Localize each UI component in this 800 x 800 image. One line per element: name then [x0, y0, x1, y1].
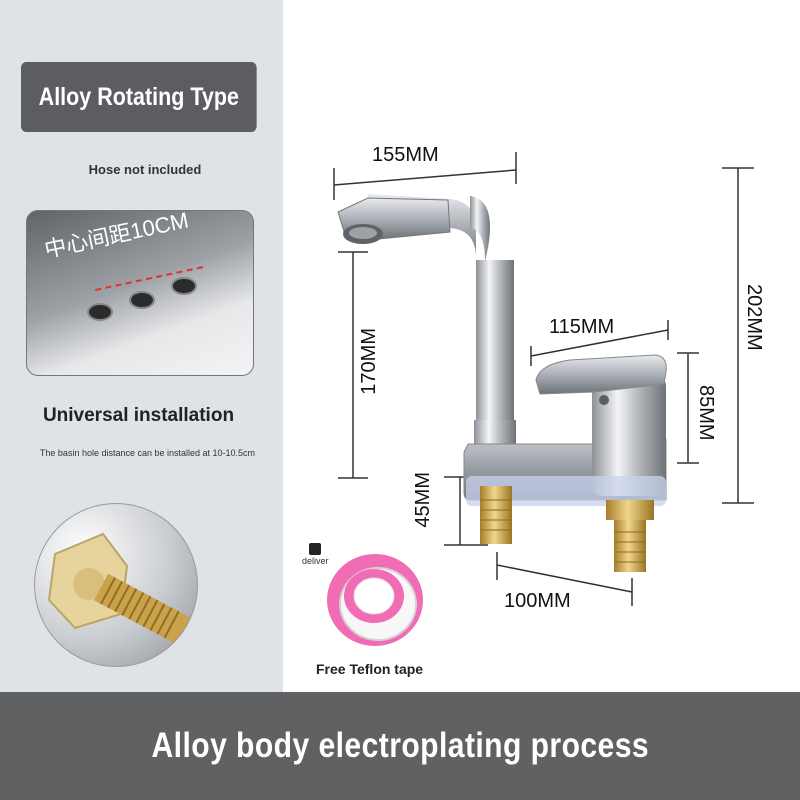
deliver-marker [309, 543, 321, 555]
basin-hole [171, 277, 197, 295]
hose-note: Hose not included [88, 162, 202, 177]
type-badge: Alloy Rotating Type [21, 62, 257, 132]
basin-hole [87, 303, 113, 321]
dim-top-width: 155MM [372, 144, 439, 166]
dim-body-height: 85MM [695, 385, 717, 441]
faucet-illustration [337, 194, 667, 572]
teflon-tape-label: Free Teflon tape [316, 661, 424, 677]
brass-fitting-photo [34, 503, 198, 667]
universal-subtitle: The basin hole distance can be installed… [39, 448, 256, 458]
universal-title: Universal installation [42, 405, 235, 426]
basin-hole-photo: 中心间距10CM [26, 210, 254, 376]
dimension-lines [333, 152, 754, 606]
dim-total-height: 202MM [743, 284, 765, 351]
deliver-label: deliver [302, 556, 329, 566]
basin-hole [129, 291, 155, 309]
dim-handle-width: 115MM [549, 316, 615, 338]
teflon-tape-icon [327, 554, 423, 646]
dim-shank-length: 45MM [412, 472, 434, 528]
footer-text: Alloy body electroplating process [151, 726, 649, 765]
faucet-diagram [327, 152, 754, 646]
dim-hole-distance: 100MM [504, 590, 571, 612]
footer-banner: Alloy body electroplating process [0, 692, 800, 800]
type-badge-label: Alloy Rotating Type [38, 82, 239, 111]
dim-spout-height: 170MM [358, 328, 380, 395]
